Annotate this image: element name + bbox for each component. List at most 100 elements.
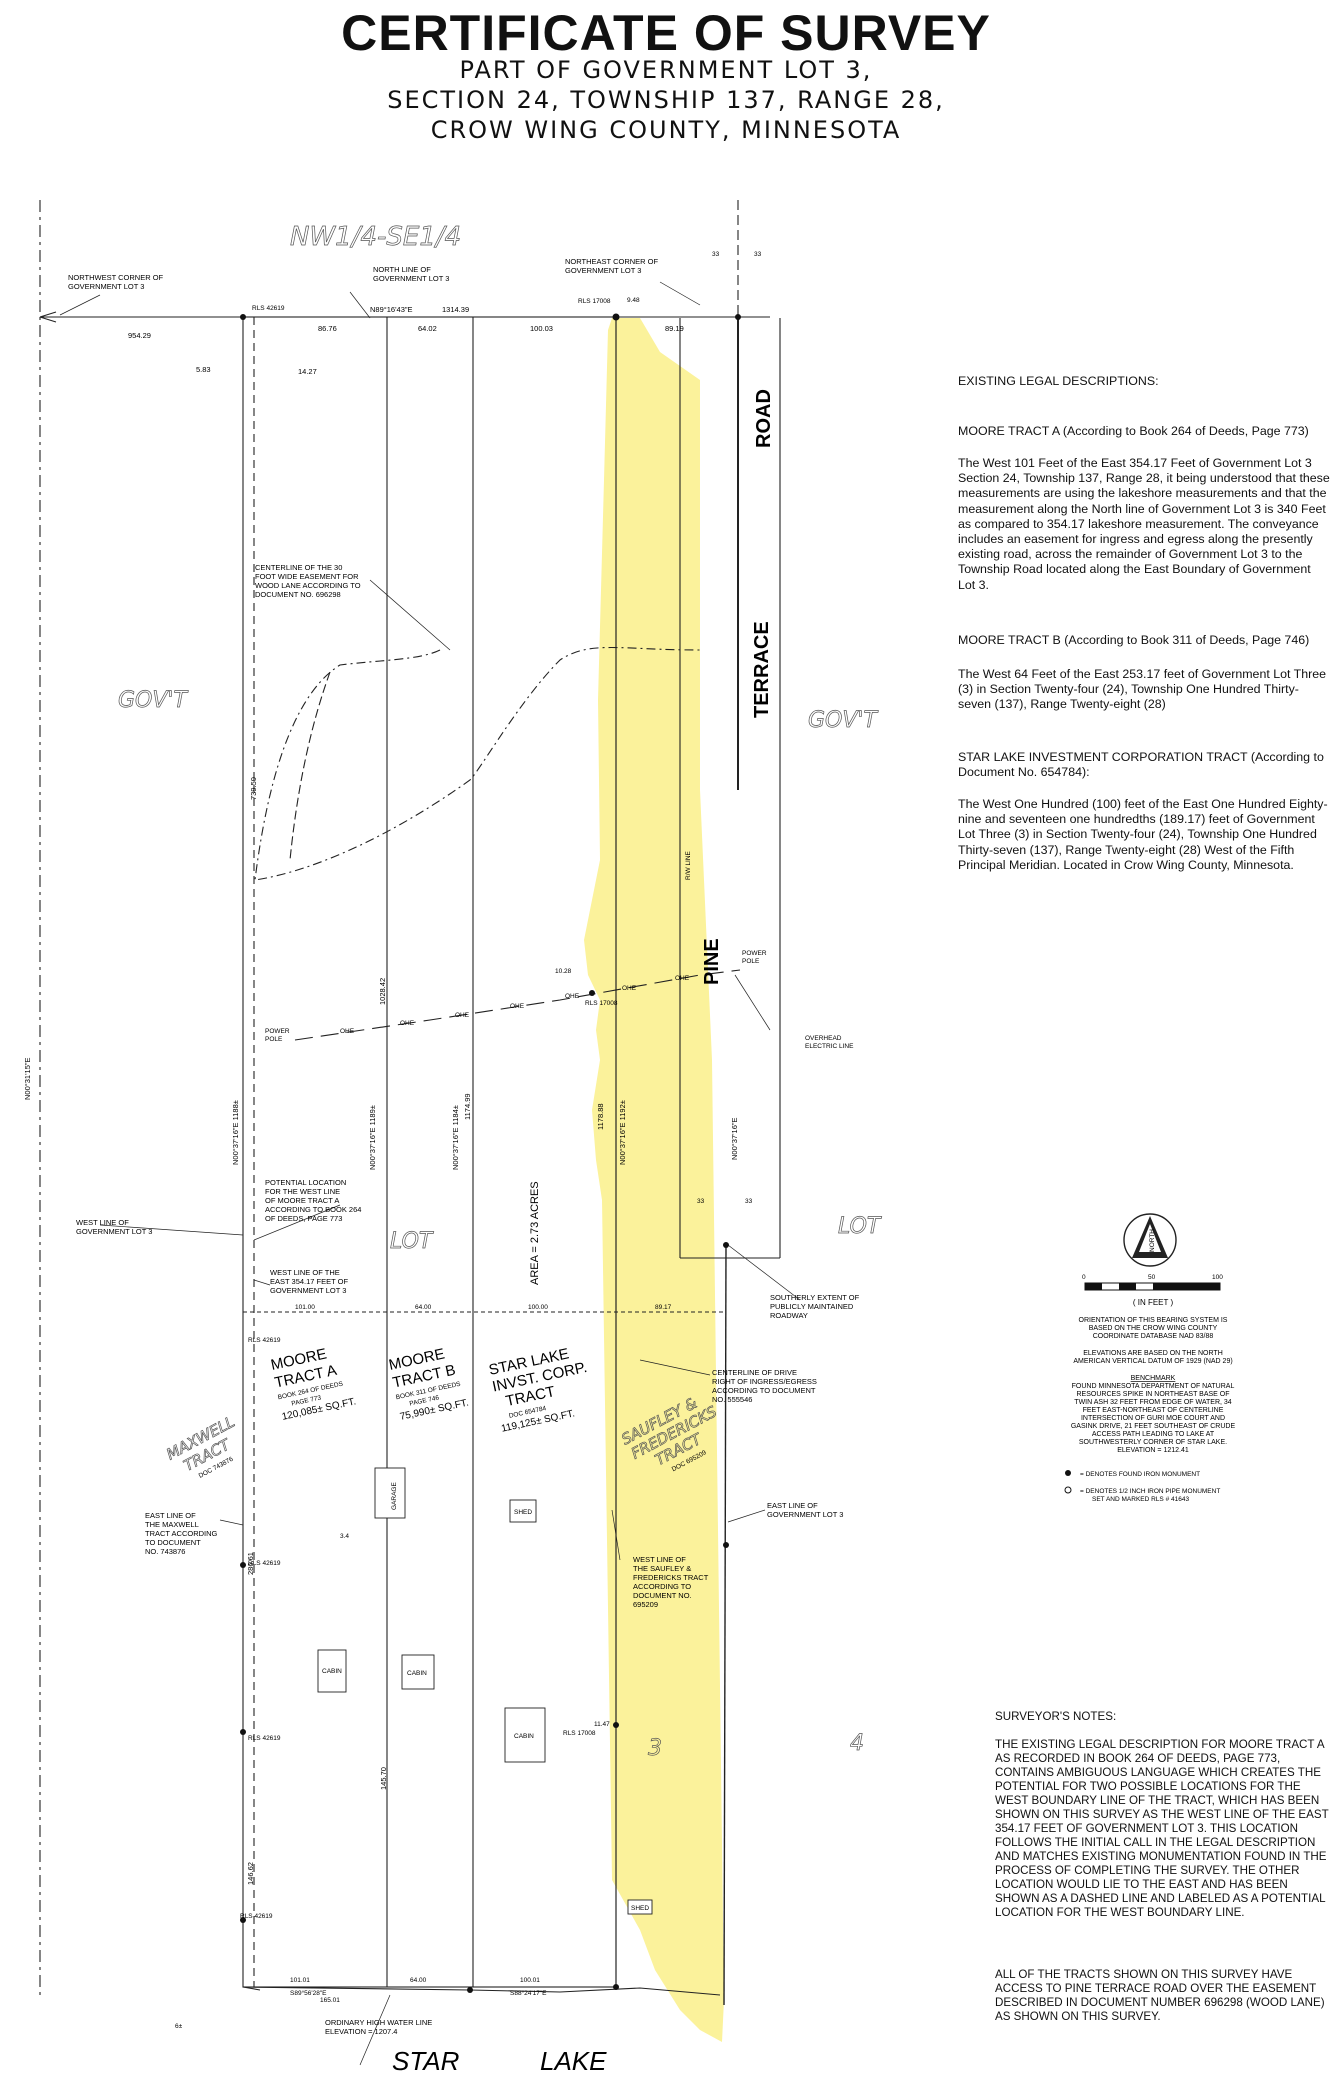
notes-para-1: THE EXISTING LEGAL DESCRIPTION FOR MOORE… <box>995 1738 1329 1919</box>
power-pole-right-1: POWER <box>742 950 767 957</box>
road-word-terrace: TERRACE <box>751 621 773 718</box>
rls-top-a: RLS 42619 <box>252 305 285 312</box>
benchmark-note: BENCHMARK FOUND MINNESOTA DEPARTMENT OF … <box>1071 1375 1236 1454</box>
elevation-note: ELEVATIONS ARE BASED ON THE NORTH AMERIC… <box>1073 1350 1232 1365</box>
dim-road-bearing: N00°37'16"E <box>730 1117 739 1160</box>
east-line-gov-2: GOVERNMENT LOT 3 <box>767 1510 843 1519</box>
dim-1188: N00°37'16"E 1188± <box>231 1100 240 1165</box>
maxwell-tract-label: MAXWELL TRACT DOC 743876 <box>163 1412 238 1479</box>
subtitle-line-2: SECTION 24, TOWNSHIP 137, RANGE 28, <box>387 86 945 114</box>
dist-954: 954.29 <box>128 331 151 340</box>
easement-label: CENTERLINE OF THE 30 FOOT WIDE EASEMENT … <box>255 563 361 599</box>
star-heading: STAR LAKE INVESTMENT CORPORATION TRACT (… <box>958 750 1324 780</box>
lake-word-star: STAR <box>392 2046 459 2076</box>
lot-word-lot-left: LOT <box>390 1229 434 1254</box>
svg-text:RESOURCES SPIKE IN NORTHEAST B: RESOURCES SPIKE IN NORTHEAST BASE OF <box>1077 1391 1230 1398</box>
dist-583: 5.83 <box>196 365 211 374</box>
svg-text:ELEVATIONS ARE BASED ON THE NO: ELEVATIONS ARE BASED ON THE NORTH <box>1083 1350 1223 1357</box>
west-line-gov-1: WEST LINE OF <box>76 1218 129 1227</box>
garage-box <box>374 1467 406 1519</box>
svg-text:ACCORDING TO BOOK 264: ACCORDING TO BOOK 264 <box>265 1205 361 1214</box>
lot-word-4: 4 <box>850 1731 864 1756</box>
cabin-box-a <box>317 1649 347 1693</box>
dist-89: 89.19 <box>665 324 684 333</box>
shed-label-saufley: SHED <box>631 1905 649 1912</box>
svg-text:ELEVATION = 1212.41: ELEVATION = 1212.41 <box>1117 1447 1189 1454</box>
notes-para-2: ALL OF THE TRACTS SHOWN ON THIS SURVEY H… <box>995 1968 1325 2023</box>
north-arrow-icon: NORTH <box>1123 1213 1177 1267</box>
svg-text:NO. 743876: NO. 743876 <box>145 1547 185 1556</box>
quarter-label: NW1/4-SE1/4 <box>290 222 461 252</box>
svg-text:THE SAUFLEY &: THE SAUFLEY & <box>633 1564 691 1573</box>
lot-word-3: 3 <box>648 1736 662 1761</box>
svg-text:FOR THE WEST LINE: FOR THE WEST LINE <box>265 1187 340 1196</box>
svg-text:= DENOTES FOUND IRON MONUMENT: = DENOTES FOUND IRON MONUMENT <box>1080 1471 1200 1478</box>
subtitle-line-3: CROW WING COUNTY, MINNESOTA <box>430 116 902 144</box>
highlight-saufley-tract <box>584 318 724 2042</box>
svg-text:EAST 354.17 FEET OF: EAST 354.17 FEET OF <box>270 1277 349 1286</box>
cabin-box-b <box>401 1654 435 1690</box>
power-pole-right-2: POLE <box>742 958 760 965</box>
notes-heading: SURVEYOR'S NOTES: <box>995 1710 1117 1723</box>
west-line-saufley-label: WEST LINE OF THE SAUFLEY & FREDERICKS TR… <box>633 1555 709 1609</box>
h-100: 100.00 <box>528 1304 548 1311</box>
cabin-label-star: CABIN <box>514 1733 534 1740</box>
svg-text:SOUTHERLY EXTENT OF: SOUTHERLY EXTENT OF <box>770 1293 860 1302</box>
ohe-6: OHE <box>622 985 637 992</box>
ohe-3: OHE <box>455 1012 470 1019</box>
dist-948: 9.48 <box>627 297 640 304</box>
shed-box <box>509 1499 537 1523</box>
road-word-road: ROAD <box>753 389 775 448</box>
svg-text:100: 100 <box>1212 1274 1223 1281</box>
bot-6: 6± <box>175 2023 183 2030</box>
south-extent-label: SOUTHERLY EXTENT OF PUBLICLY MAINTAINED … <box>770 1293 860 1320</box>
bot-bearing-w: S89°56'28"E <box>290 1989 327 1997</box>
svg-text:ACCORDING TO DOCUMENT: ACCORDING TO DOCUMENT <box>712 1386 816 1395</box>
ohe-7: OHE <box>675 975 690 982</box>
north-total: 1314.39 <box>442 305 469 314</box>
ohw-label-1: ORDINARY HIGH WATER LINE <box>325 2018 432 2027</box>
ohe-4: OHE <box>510 1003 525 1010</box>
svg-text:ACCESS PATH LEADING TO LAKE AT: ACCESS PATH LEADING TO LAKE AT <box>1092 1431 1215 1438</box>
ohw-label-2: ELEVATION = 1207.4 <box>325 2027 397 2036</box>
svg-text:PUBLICLY MAINTAINED: PUBLICLY MAINTAINED <box>770 1302 854 1311</box>
shed-box-saufley <box>627 1899 653 1915</box>
rls-mid-d: RLS 17008 <box>563 1730 596 1737</box>
ne-corner-label-2: GOVERNMENT LOT 3 <box>565 266 641 275</box>
lake-word-lake: LAKE <box>540 2046 607 2076</box>
svg-text:RIGHT OF INGRESS/EGRESS: RIGHT OF INGRESS/EGRESS <box>712 1377 817 1386</box>
row-33-d: 33 <box>745 1198 753 1205</box>
svg-text:CENTERLINE OF THE 30: CENTERLINE OF THE 30 <box>255 563 342 572</box>
ne-corner-label-1: NORTHEAST CORNER OF <box>565 257 658 266</box>
west-line-east-label: WEST LINE OF THE EAST 354.17 FEET OF GOV… <box>270 1268 349 1295</box>
monument-legend: = DENOTES FOUND IRON MONUMENT = DENOTES … <box>1064 1470 1220 1503</box>
svg-text:WEST LINE OF: WEST LINE OF <box>633 1555 686 1564</box>
tract-a-label: MOORE TRACT A BOOK 264 OF DEEDS PAGE 773… <box>269 1346 357 1423</box>
cabin-label-a: CABIN <box>322 1668 342 1675</box>
svg-text:EAST LINE OF: EAST LINE OF <box>145 1511 196 1520</box>
power-pole-left-1: POWER <box>265 1028 290 1035</box>
svg-text:BASED ON THE CROW WING COUNTY: BASED ON THE CROW WING COUNTY <box>1089 1325 1218 1332</box>
dist-1427: 14.27 <box>298 367 317 376</box>
potential-location-label: POTENTIAL LOCATION FOR THE WEST LINE OF … <box>265 1178 361 1223</box>
svg-text:( IN FEET ): ( IN FEET ) <box>1133 1298 1174 1307</box>
svg-text:ORIENTATION OF THIS BEARING SY: ORIENTATION OF THIS BEARING SYSTEM IS <box>1079 1317 1228 1324</box>
row-33-a: 33 <box>712 251 720 258</box>
ohe-1: OHE <box>340 1028 355 1035</box>
dim-west-bearing: N00°31'15"E <box>23 1057 32 1100</box>
ohe-5: OHE <box>565 993 580 1000</box>
svg-text:FOOT WIDE EASEMENT FOR: FOOT WIDE EASEMENT FOR <box>255 572 359 581</box>
svg-text:TRACT ACCORDING: TRACT ACCORDING <box>145 1529 218 1538</box>
h-64: 64.00 <box>415 1304 432 1311</box>
shed-label: SHED <box>514 1509 532 1516</box>
rls-mid-c: RLS 42619 <box>248 1735 281 1742</box>
rls-mid-b: RLS 42619 <box>248 1560 281 1567</box>
svg-text:AMERICAN VERTICAL DATUM OF 192: AMERICAN VERTICAL DATUM OF 1929 (NAD 29) <box>1073 1358 1232 1365</box>
dim-1192: N00°37'16"E 1192± <box>618 1100 627 1165</box>
west-line-gov-2: GOVERNMENT LOT 3 <box>76 1227 152 1236</box>
bot-165: 165.01 <box>320 1997 340 2004</box>
easement-branch <box>289 671 331 861</box>
bot-101: 101.01 <box>290 1977 310 1984</box>
dim-1174: 1174.99 <box>463 1093 472 1120</box>
